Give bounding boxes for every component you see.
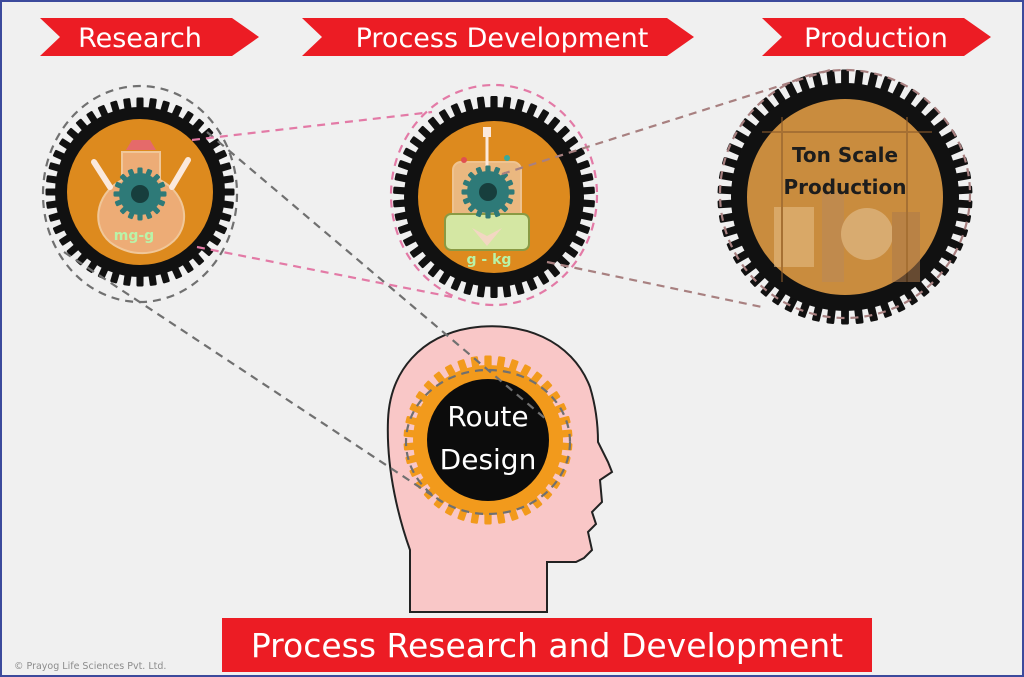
production-plant-image [762,117,932,282]
gear-route-design-face [427,379,549,501]
gear-tooth [580,199,595,208]
gear-tooth [718,171,735,182]
gear-tooth [784,81,798,98]
gear-tooth [924,271,940,287]
gear-tooth [947,238,964,251]
gear-tooth [812,72,823,89]
gear-tooth [880,76,892,93]
route-design-label-line1: Route [447,400,528,433]
research-to-process-line-bottom [196,245,453,299]
gear-tooth [717,185,733,195]
banner-production-label: Production [804,23,948,54]
research-inner-gear [113,167,167,221]
banner-process-development: Process Development [302,18,694,56]
production-label-line2: Production [783,175,906,199]
gear-tooth [904,88,918,105]
gear-tooth [933,118,950,133]
gear-tooth [733,250,750,264]
gear-tooth [740,118,757,133]
gear-tooth [841,69,849,85]
process-to-production-line-top [501,68,831,176]
gear-tooth [955,171,972,182]
gear-tooth [784,296,798,313]
gear-tooth [892,296,906,313]
research-to-route-line-bottom [63,251,443,503]
production-zoom-ring [718,68,972,320]
gear-tooth [502,282,512,298]
research-to-route-line-top [206,131,548,421]
gear-production-teeth [717,69,973,325]
route-zoom-ring [404,368,572,516]
gear-tooth [940,130,957,144]
gear-tooth [750,107,766,123]
process-scale-label: g - kg [467,252,512,268]
gear-tooth [733,130,750,144]
gear-tooth [854,308,864,324]
gear-tooth [580,186,595,195]
gear-tooth [750,271,766,287]
process-zoom-ring [389,83,599,307]
research-to-process-line-top [191,110,433,142]
gear-tooth [826,70,836,86]
gear-tooth [502,96,512,112]
gear-tooth [867,305,878,322]
gear-tooth [951,156,968,169]
zoom-connectors [41,68,972,516]
route-design-label-line2: Design [440,443,537,476]
gear-tooth [726,143,743,156]
banner-process-development-label: Process Development [356,23,649,54]
footer-title: Process Research and Development [251,626,843,665]
gear-tooth [476,282,486,298]
gear-tooth [393,199,408,208]
gear-tooth [476,96,486,112]
banner-research-label: Research [78,23,202,54]
gear-tooth [760,281,776,297]
gear-tooth [841,309,849,325]
gear-tooth [490,284,498,298]
gear-tooth [726,238,743,251]
gear-tooth [892,81,906,98]
gear-tooth [826,308,836,324]
gear-tooth [812,305,823,322]
gear-tooth [772,289,786,306]
gear-tooth [880,301,892,318]
gear-tooth [914,97,930,113]
gear-tooth [854,70,864,86]
gear-tooth [740,261,757,276]
gear-tooth [957,185,973,195]
gear-tooth [772,88,786,105]
gear-tooth [393,186,408,195]
process-to-production-line-bottom [546,260,763,309]
process-inner-gear [461,165,515,219]
gear-tooth [760,97,776,113]
gear-tooth [924,107,940,123]
banner-production: Production [762,18,991,56]
copyright-notice: © Prayog Life Sciences Pvt. Ltd. [14,661,166,672]
research-scale-label: mg-g [114,228,154,244]
gear-tooth [940,250,957,264]
gear-route-design [403,355,573,525]
gear-tooth [867,72,878,89]
banner-research: Research [40,18,259,56]
gear-tooth [904,289,918,306]
gear-tooth [722,156,739,169]
gear-tooth [798,301,810,318]
gear-tooth [490,96,498,110]
production-label-line1: Ton Scale [792,143,898,167]
gear-tooth [947,143,964,156]
gear-tooth [914,281,930,297]
footer-title-bar: Process Research and Development [222,618,872,672]
gear-tooth [957,199,973,209]
gear-tooth [933,261,950,276]
